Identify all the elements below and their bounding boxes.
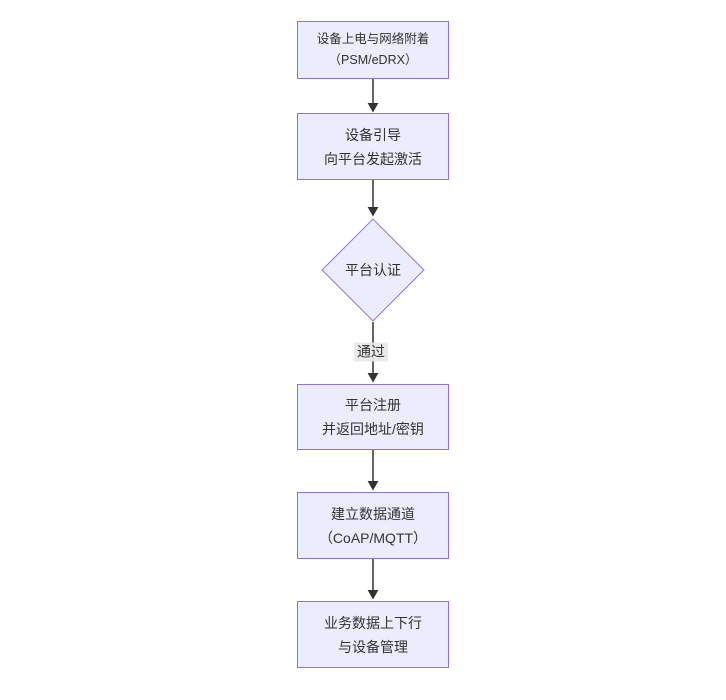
arrow-down-head-icon bbox=[367, 373, 379, 383]
node-label-line: 平台注册 bbox=[345, 397, 401, 413]
flowchart-node-bootstrap: 设备引导 向平台发起激活 bbox=[297, 113, 449, 180]
arrow-down-head-icon bbox=[367, 590, 379, 600]
node-label-line: 并返回地址/密钥 bbox=[322, 421, 424, 437]
node-label-line: 平台认证 bbox=[345, 262, 401, 278]
node-label-line: （CoAP/MQTT） bbox=[318, 529, 428, 546]
node-label-line: 与设备管理 bbox=[338, 638, 408, 655]
node-label-line: 设备上电与网络附着 bbox=[316, 32, 430, 46]
flowchart-node-register: 平台注册 并返回地址/密钥 bbox=[297, 384, 449, 450]
flowchart-node-data-channel: 建立数据通道 （CoAP/MQTT） bbox=[297, 492, 449, 559]
arrow-down-head-icon bbox=[367, 103, 379, 113]
node-label-line: 向平台发起激活 bbox=[324, 150, 422, 167]
arrow-down-head-icon bbox=[367, 207, 379, 217]
flowchart-node-business-mgmt: 业务数据上下行 与设备管理 bbox=[297, 601, 449, 668]
node-label-line: 业务数据上下行 bbox=[324, 614, 422, 631]
flowchart-node-power-attach: 设备上电与网络附着 （PSM/eDRX） bbox=[297, 21, 449, 79]
arrow-down-head-icon bbox=[367, 481, 379, 491]
flow-arrow bbox=[367, 79, 379, 113]
node-label-line: 建立数据通道 bbox=[331, 505, 415, 522]
flow-arrow bbox=[367, 180, 379, 217]
flow-arrow bbox=[367, 559, 379, 600]
flow-arrow bbox=[367, 450, 379, 491]
edge-label-pass: 通过 bbox=[354, 342, 388, 362]
node-label-line: （PSM/eDRX） bbox=[328, 53, 418, 67]
flowchart-node-platform-auth: 平台认证 bbox=[321, 218, 425, 322]
node-label-line: 设备引导 bbox=[345, 126, 401, 143]
